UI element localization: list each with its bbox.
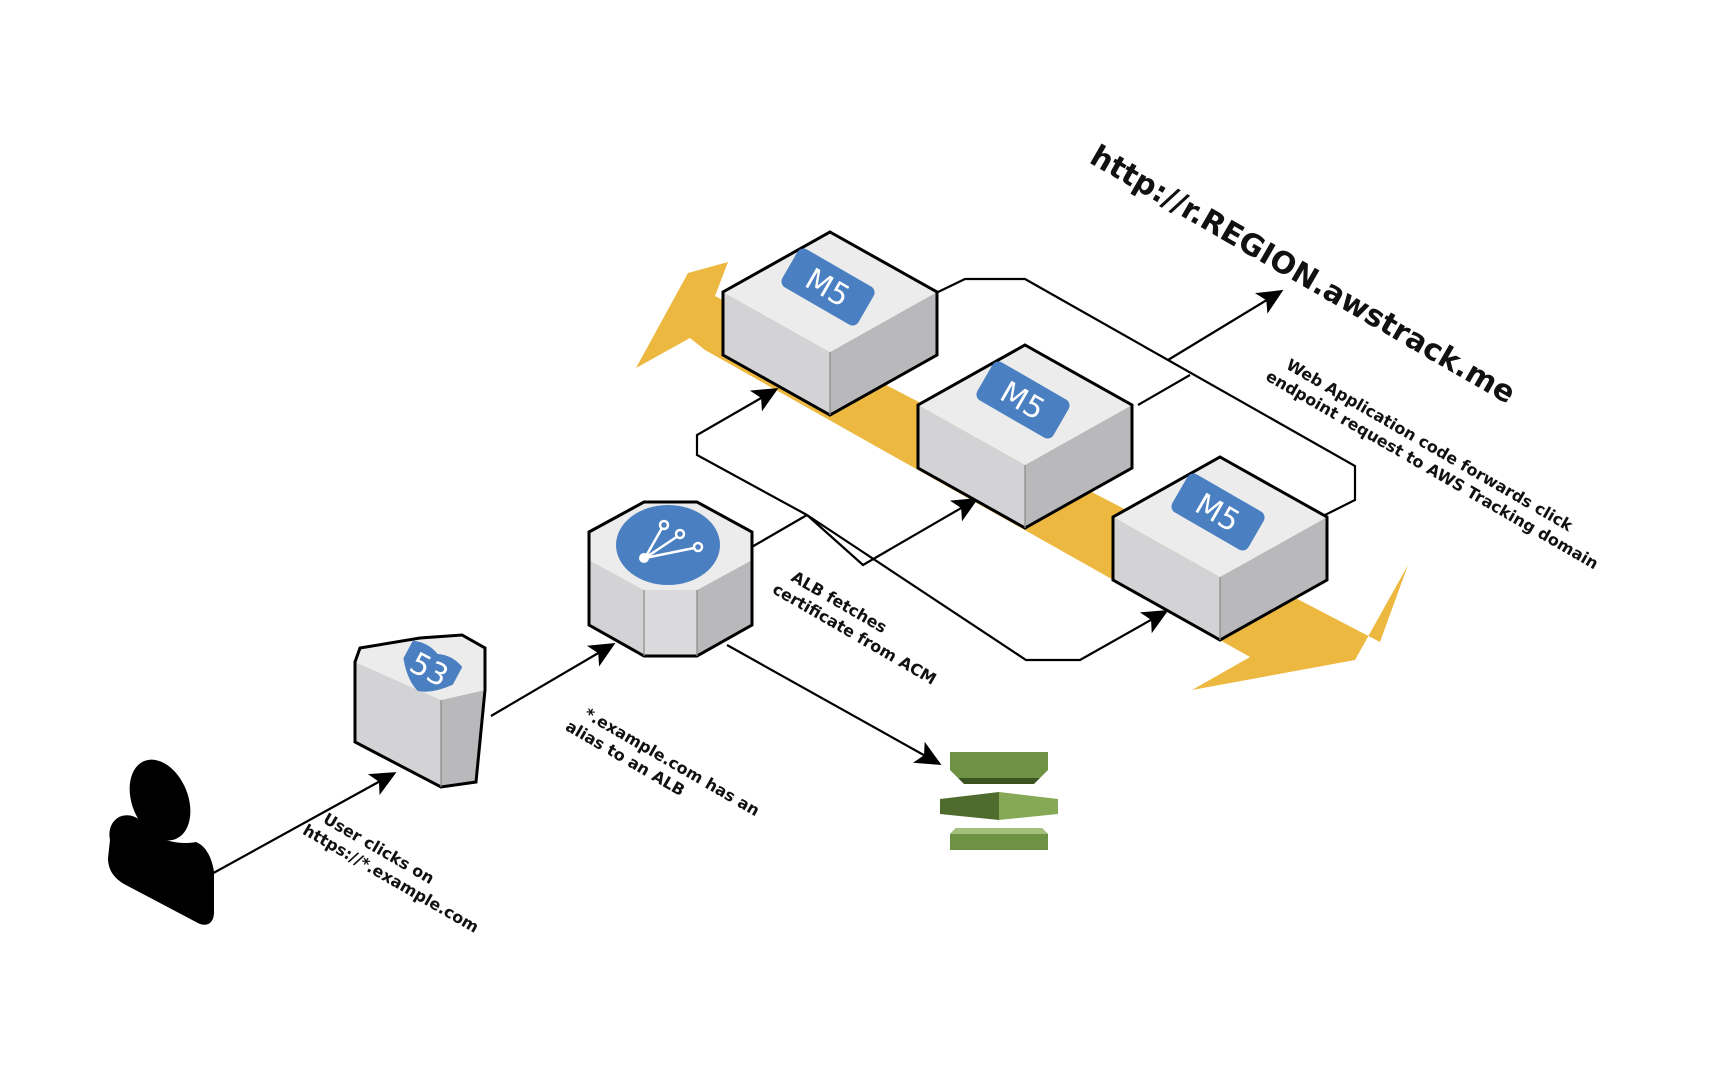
alb-outline xyxy=(587,500,754,658)
label-user-click-line2: https://*.example.com xyxy=(300,820,483,936)
instance-side-left xyxy=(1113,517,1220,640)
instance-side-right xyxy=(1025,405,1132,528)
edge-instance2-out xyxy=(1137,374,1191,406)
route53-side-left xyxy=(355,662,441,787)
instance-m5-1[interactable]: M5 xyxy=(721,230,939,417)
edge-route53-alb xyxy=(490,642,616,717)
label-alb-cert-line2: certificate from ACM xyxy=(769,579,939,688)
load-balancer-icon xyxy=(616,505,720,585)
label-user-click: User clicks on https://*.example.com xyxy=(300,809,483,937)
acm-certificate-icon[interactable] xyxy=(940,752,1058,850)
label-alb-cert: ALB fetches certificate from ACM xyxy=(769,567,939,689)
instance-side-right xyxy=(1220,517,1327,640)
edge-bus-instance3 xyxy=(806,514,1169,662)
route53-node[interactable]: 53 xyxy=(353,633,487,789)
route53-side-right xyxy=(441,690,485,787)
alb-node[interactable] xyxy=(587,500,754,658)
label-dns-alias-line1: *.example.com has an xyxy=(581,704,763,820)
instance-m5-2[interactable]: M5 xyxy=(916,343,1134,530)
edge-bus-instance2 xyxy=(806,497,979,567)
edge-alb-acm xyxy=(726,644,942,765)
instance-side-right xyxy=(830,292,937,415)
edge-bus-instance1 xyxy=(695,388,808,516)
route53-outline xyxy=(353,633,487,789)
label-forward-line1: Web Application code forwards click xyxy=(1283,355,1576,535)
instance-side-left xyxy=(918,405,1025,528)
connectors xyxy=(207,277,1357,877)
instance-side-left xyxy=(723,292,830,415)
instance-m5-3[interactable]: M5 xyxy=(1111,455,1329,642)
edge-to-tracking-domain xyxy=(1167,289,1284,361)
user-icon xyxy=(108,759,214,925)
edge-alb-bus xyxy=(749,514,808,549)
edge-user-route53 xyxy=(207,772,397,877)
alb-side-mid xyxy=(644,590,697,656)
label-dns-alias: *.example.com has an alias to an ALB xyxy=(562,704,763,820)
